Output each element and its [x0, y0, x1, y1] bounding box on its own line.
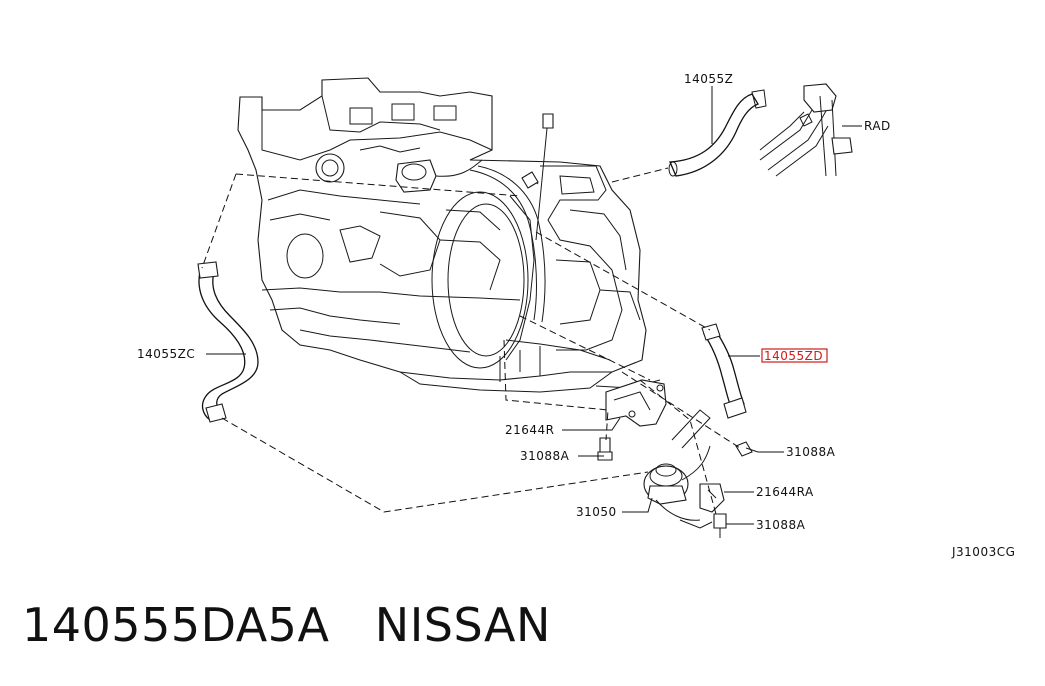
diagram-code: J31003CG	[951, 545, 1015, 559]
part-caption: 140555DA5A NISSAN	[22, 598, 551, 652]
radiator	[759, 83, 853, 177]
label-radiator: RAD	[864, 119, 891, 133]
part-number: 140555DA5A	[22, 598, 330, 652]
highlight-box	[761, 348, 828, 363]
bolt-right	[735, 441, 759, 457]
hose-14055zd	[701, 323, 747, 419]
label-bolt-right: 31088A	[786, 445, 836, 459]
label-bolt-bottom: 31088A	[756, 518, 806, 532]
bracket-21644r	[605, 379, 667, 427]
label-bracket-21644ra: 21644RA	[756, 485, 814, 499]
leader-lines	[206, 86, 862, 525]
bolt-left	[597, 437, 613, 461]
engine-assembly	[237, 77, 661, 393]
label-hose-14055zd: 14055ZD	[764, 349, 823, 363]
hose-14055zc	[197, 261, 259, 423]
connection-lines	[201, 167, 741, 515]
label-oil-cooler-31050: 31050	[576, 505, 617, 519]
oil-cooler-31050	[643, 409, 713, 529]
label-bolt-left: 31088A	[520, 449, 570, 463]
hose-14055z	[668, 89, 767, 177]
label-bracket-21644r: 21644R	[505, 423, 555, 437]
label-hose-14055zc: 14055ZC	[137, 347, 195, 361]
label-hose-14055z: 14055Z	[684, 72, 733, 86]
bolt-bottom	[713, 513, 727, 538]
brand-name: NISSAN	[374, 598, 551, 652]
